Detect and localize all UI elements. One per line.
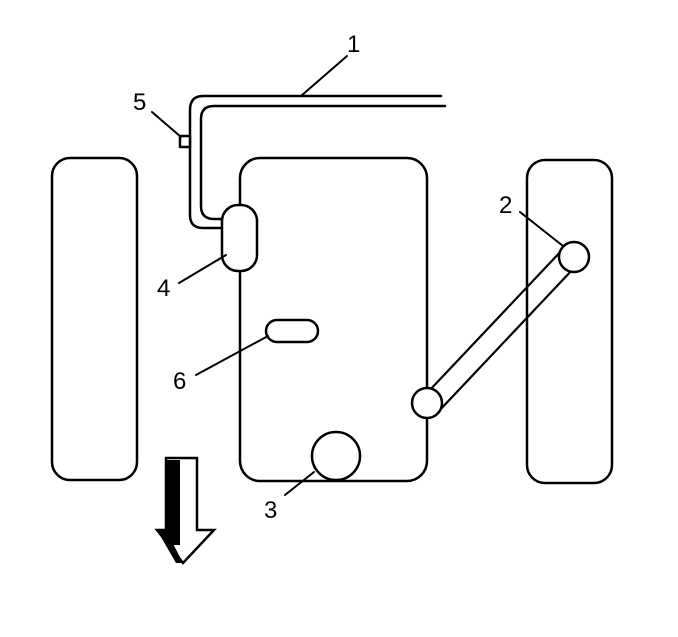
link-rod <box>426 246 576 414</box>
component-2 <box>557 240 591 274</box>
callout-1: 1 <box>347 31 360 58</box>
callout-6: 6 <box>173 368 186 395</box>
callout-2: 2 <box>499 192 512 219</box>
forward-direction-arrow-icon <box>154 456 217 565</box>
leader-line-1 <box>300 55 348 97</box>
pipe-fitting <box>178 134 192 149</box>
component-4 <box>220 203 259 273</box>
lower-pivot <box>410 386 444 420</box>
component-6 <box>264 318 320 344</box>
callout-3: 3 <box>264 497 277 524</box>
callout-5: 5 <box>133 89 146 116</box>
right-wheel <box>525 158 614 485</box>
leader-line-3 <box>284 471 315 496</box>
pipe-inner-line <box>199 104 447 221</box>
leader-line-5 <box>151 111 182 138</box>
component-3 <box>310 430 362 482</box>
callout-4: 4 <box>157 275 170 302</box>
pipe-outer-line <box>188 94 443 230</box>
left-wheel <box>50 156 139 482</box>
leader-line-4 <box>178 254 227 284</box>
leader-line-6 <box>195 335 269 376</box>
leader-line-2 <box>519 211 564 247</box>
